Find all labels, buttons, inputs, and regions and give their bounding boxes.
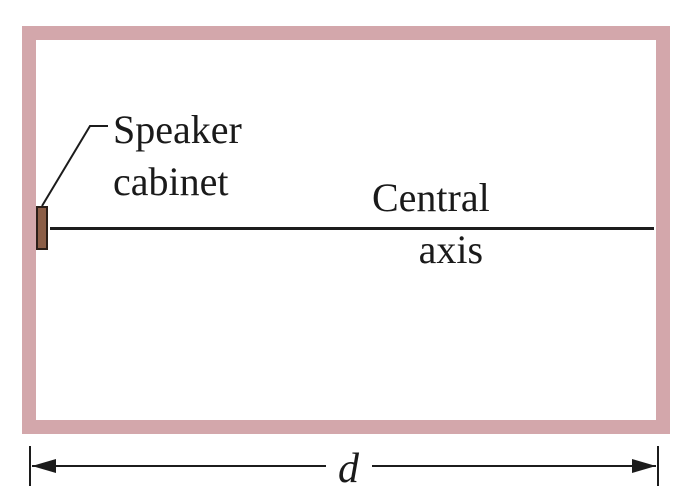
axis-label-line1: Central [372, 175, 490, 220]
room-outline [22, 26, 670, 434]
speaker-cabinet [36, 206, 48, 250]
axis-label-line2: axis [418, 227, 484, 272]
dimension-arrow-right [632, 459, 656, 473]
central-axis-label: Central axis [372, 172, 490, 276]
central-axis-line [50, 227, 654, 230]
speaker-label-line2: cabinet [113, 159, 229, 204]
dimension-arrow-left [32, 459, 56, 473]
dimension-label: d [332, 446, 365, 492]
speaker-label-line1: Speaker [113, 107, 242, 152]
speaker-cabinet-label: Speaker cabinet [113, 104, 242, 208]
